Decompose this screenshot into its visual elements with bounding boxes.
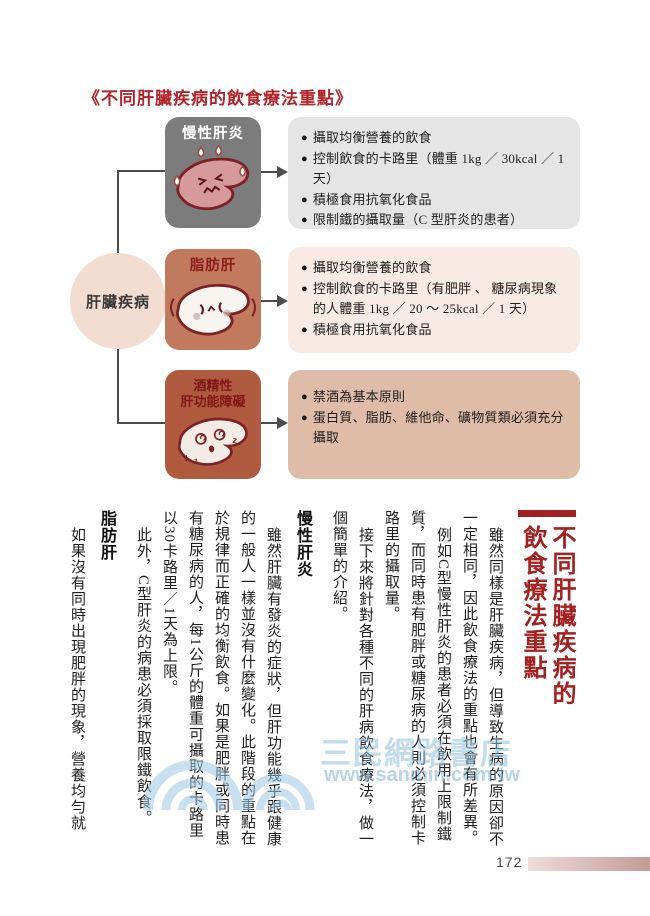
article-paragraph: 例如C型慢性肝炎的患者必須在飲用上限制鐵質，而同時患有肥胖或糖尿病的人則必須控制… <box>383 510 451 846</box>
bullet-icon: ● <box>301 323 308 336</box>
bullet-icon: ● <box>301 214 308 226</box>
diet-point-text: 積極食用抗氧化食品 <box>312 191 432 207</box>
diet-point-text: 限制鐵的攝取量（C 型肝炎的患者） <box>312 212 524 227</box>
footer-accent-bar <box>528 857 650 871</box>
diet-point-text: 控制飲食的卡路里（體重 1kg ／ 30kcal ／ 1 天） <box>312 150 565 187</box>
section-heading: 不同肝臟疾病的飲食療法重點 <box>518 510 576 708</box>
node-label: 脂肪肝 <box>189 258 237 274</box>
diet-point-list: ● 攝取均衡營養的飲食 ● 控制飲食的卡路里（有肥胖 、 糖尿病現象的人體重 1kg… <box>301 258 568 340</box>
bullet-icon: ● <box>301 132 308 144</box>
diet-point: ● 控制飲食的卡路里（體重 1kg ／ 30kcal ／ 1 天） <box>301 149 568 190</box>
bullet-icon: ● <box>301 391 308 403</box>
article-paragraph: 雖然肝臟有發炎的症狀，但肝功能幾乎跟健康的一般人一樣並沒有什麼變化。此階段的重點… <box>161 510 281 847</box>
diet-point: ● 攝取均衡營養的飲食 <box>301 258 568 279</box>
arrow-line <box>261 171 280 173</box>
article-vertical-text: 不同肝臟疾病的飲食療法重點 雖然同樣是肝臟疾病，但導致生病的原因卻不一定相同，因… <box>62 510 576 851</box>
subsection-title-fatty-liver: 脂肪肝 <box>98 510 115 561</box>
panel-fatty-liver: ● 攝取均衡營養的飲食 ● 控制飲食的卡路里（有肥胖 、 糖尿病現象的人體重 1kg… <box>288 247 580 353</box>
panel-alcoholic-liver-dysfunction: ● 禁酒為基本原則 ● 蛋白質、脂肪、維他命、礦物質類必須充分攝取 <box>288 370 580 479</box>
diet-point: ● 積極食用抗氧化食品 <box>301 190 568 211</box>
diet-point-list: ● 禁酒為基本原則 ● 蛋白質、脂肪、維他命、礦物質類必須充分攝取 <box>301 387 568 449</box>
bullet-icon: ● <box>301 262 308 274</box>
diet-point: ● 積極食用抗氧化食品 <box>301 320 568 341</box>
node-alcoholic-liver-dysfunction: 酒精性 肝功能障礙 z z z <box>165 370 261 479</box>
diet-point: ● 限制鐵的攝取量（C 型肝炎的患者） <box>301 210 568 231</box>
arrow-right-icon <box>277 417 288 429</box>
dizzy-drunk-liver-icon: z z z <box>177 417 248 466</box>
diet-point-text: 積極食用抗氧化食品 <box>312 321 432 337</box>
diet-point: ● 禁酒為基本原則 <box>301 387 568 408</box>
liver-disease-root-node: 肝臟疾病 <box>70 253 166 349</box>
svg-text:z: z <box>232 434 238 444</box>
bullet-icon: ● <box>301 152 308 165</box>
page-title: 《不同肝臟疾病的飲食療法重點》 <box>83 89 353 108</box>
diet-point-text: 控制飲食的卡路里（有肥胖 、 糖尿病現象的人體重 1kg ／ 20 ～ 25kc… <box>312 280 558 317</box>
arrow-right-icon <box>277 295 288 307</box>
flow-branch-line-top <box>118 170 166 172</box>
bullet-icon: ● <box>301 193 308 206</box>
arrow-line <box>261 300 280 302</box>
node-chronic-hepatitis: 慢性肝炎 <box>165 117 261 228</box>
diet-point-text: 蛋白質、脂肪、維他命、礦物質類必須充分攝取 <box>312 409 564 446</box>
svg-text:z: z <box>193 455 200 465</box>
diet-point: ● 蛋白質、脂肪、維他命、礦物質類必須充分攝取 <box>301 408 568 449</box>
panel-chronic-hepatitis: ● 攝取均衡營養的飲食 ● 控制飲食的卡路里（體重 1kg ／ 30kcal ／ 1… <box>288 117 580 229</box>
flow-branch-line-bottom <box>118 422 166 424</box>
annoyed-fatty-liver-icon <box>170 284 256 336</box>
diet-point-text: 禁酒為基本原則 <box>312 389 406 404</box>
diet-point: ● 攝取均衡營養的飲食 <box>301 128 568 149</box>
diet-point-list: ● 攝取均衡營養的飲食 ● 控制飲食的卡路里（體重 1kg ／ 30kcal ／ 1… <box>301 128 568 231</box>
page-number: 172 <box>496 854 523 870</box>
article-paragraph: 如果沒有同時出現肥胖的現象，營養均勻就 <box>69 527 85 831</box>
article-paragraph: 此外，C型肝炎的病患必須採取限鐵飲食。 <box>135 527 151 827</box>
bullet-icon: ● <box>301 282 308 295</box>
node-label: 酒精性 肝功能障礙 <box>180 378 246 410</box>
arrow-right-icon <box>277 166 288 178</box>
article-paragraph: 接下來將針對各種不同的肝病飲食療法，做一個簡單的介紹。 <box>331 510 373 847</box>
diet-point-text: 攝取均衡營養的飲食 <box>312 130 432 145</box>
node-label: 慢性肝炎 <box>182 126 244 142</box>
diet-point-text: 攝取均衡營養的飲食 <box>312 260 432 275</box>
svg-text:z: z <box>181 452 191 464</box>
diet-point: ● 控制飲食的卡路里（有肥胖 、 糖尿病現象的人體重 1kg ／ 20 ～ 25k… <box>301 279 568 320</box>
distressed-sweating-liver-icon <box>173 144 250 211</box>
bullet-icon: ● <box>301 411 308 424</box>
root-node-label: 肝臟疾病 <box>85 293 150 311</box>
article-paragraph: 雖然同樣是肝臟疾病，但導致生病的原因卻不一定相同，因此飲食療法的重點也會有所差異… <box>461 510 503 847</box>
arrow-line <box>261 422 280 424</box>
node-fatty-liver: 脂肪肝 <box>165 249 261 350</box>
subsection-title-chronic-hepatitis: 慢性肝炎 <box>294 510 311 578</box>
